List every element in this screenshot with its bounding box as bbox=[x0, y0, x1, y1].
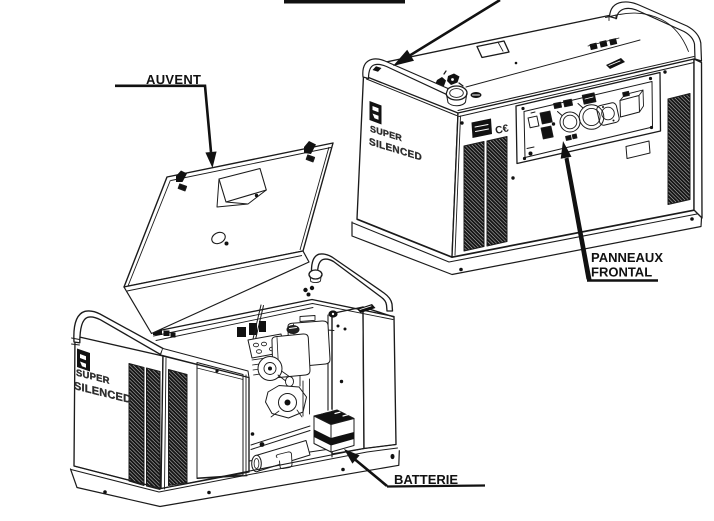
svg-text:FRONTAL: FRONTAL bbox=[591, 265, 652, 280]
svg-text:C€: C€ bbox=[494, 122, 510, 137]
svg-text:PANNEAUX: PANNEAUX bbox=[591, 250, 663, 265]
svg-text:AUVENT: AUVENT bbox=[146, 72, 201, 87]
svg-text:BATTERIE: BATTERIE bbox=[394, 472, 458, 487]
